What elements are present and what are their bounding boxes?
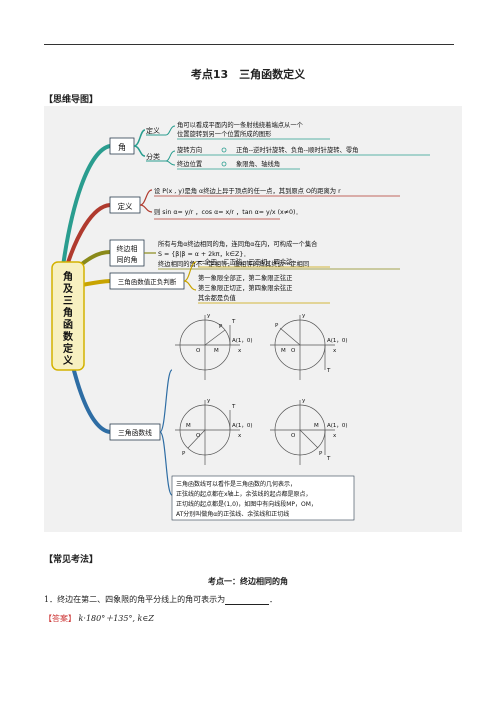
mindmap-background (44, 106, 462, 532)
svg-text:x: x (333, 348, 337, 354)
question-text: 终边在第二、四象限的角平分线上的角可表示为 (57, 595, 226, 604)
svg-text:A(1，0): A(1，0) (327, 338, 348, 344)
answer-text: k·180°＋135°, k∈Z (78, 614, 154, 623)
svg-text:M: M (214, 348, 219, 354)
svg-text:M: M (314, 423, 319, 429)
svg-text:y: y (207, 313, 211, 319)
svg-text:O: O (196, 433, 201, 439)
b3-line: 终边相同的角不一定相等，但相等的角其终边一定相同 (158, 259, 309, 268)
b5-line: 三角函数线可以看作是三角函数的几何表示， (176, 480, 296, 488)
header-rule (44, 44, 454, 45)
b5-line: AT分别叫做角α的正弦线、余弦线和正切线 (176, 510, 289, 518)
unit-circle-diagrams (175, 315, 335, 465)
b4-line: 第三象限正切正，第四象限余弦正 (198, 283, 292, 292)
branch-3-label: 终边相 (117, 244, 138, 253)
answer-label: 【答案】 (44, 614, 76, 623)
root-char: 及 (63, 283, 74, 295)
svg-text:M: M (186, 423, 191, 429)
svg-text:O: O (291, 348, 296, 354)
b1-classify-label: 分类 (146, 152, 160, 161)
svg-text:A(1，0): A(1，0) (327, 423, 348, 429)
b5-line: 正切线的起点都是(1,0)，如图中有向线段MP，OM， (176, 500, 317, 508)
svg-text:O: O (196, 348, 201, 354)
page-title: 考点13 三角函数定义 (190, 68, 306, 81)
b2-line-1: 设 P(x , y)是角 α终边上异于顶点的任一点，其到原点 O的距离为 r (154, 186, 341, 195)
b1-def-label: 定义 (146, 126, 160, 135)
svg-text:T: T (326, 368, 331, 374)
svg-text:x: x (238, 433, 242, 439)
b1-def-line: 角可以看成平面内的一条射线绕着端点从一个 (177, 120, 304, 129)
root-char: 角 (63, 270, 73, 283)
section-common-heading: 【常见考法】 (44, 555, 99, 565)
svg-text:x: x (333, 433, 337, 439)
b1-rotation-text: 正角--逆时针旋转、负角--顺时针旋转、零角 (236, 145, 358, 154)
b3-line: S = {β|β = α + 2kπ，k∈Z}． (158, 251, 250, 258)
svg-text:M: M (281, 348, 286, 354)
svg-text:O: O (291, 433, 296, 439)
branch-4-label: 三角函数值正负判断 (118, 277, 177, 286)
b5-description-box (171, 475, 355, 521)
root-char: 义 (63, 354, 74, 367)
b4-line: 第一象限全部正，第二象限正弦正 (198, 273, 292, 282)
svg-text:y: y (207, 398, 211, 404)
svg-text:P: P (275, 323, 279, 329)
b2-line-2: 则 sin α= y/r ，cos α= x/r ，tan α= y/x (x≠… (154, 208, 302, 216)
b3-line: 所有与角α终边相同的角，连同角α在内，可构成一个集合 (158, 239, 318, 248)
root-char: 定 (63, 342, 73, 355)
question-1: 1．终边在第二、四象限的角平分线上的角可表示为 ． (44, 594, 277, 605)
b5-line: 正弦线的起点都在x轴上，余弦线的起点都是原点， (176, 490, 312, 498)
svg-text:A(1，0): A(1，0) (232, 423, 253, 429)
answer-blank (225, 596, 270, 605)
svg-text:T: T (326, 456, 331, 462)
root-char: 函 (63, 319, 73, 331)
question-number: 1． (44, 595, 58, 604)
b4-line: 其余都是负值 (198, 293, 236, 302)
keypoint-heading: 考点一：终边相同的角 (208, 577, 288, 586)
svg-text:A(1，0): A(1，0) (232, 338, 253, 344)
branch-3-node (109, 239, 145, 267)
branch-1-label: 角 (118, 142, 126, 152)
b1-rotation-label: 旋转方向 (177, 145, 202, 154)
branch-3-label: 同的角 (117, 255, 138, 264)
svg-text:P: P (319, 451, 323, 457)
b4-mnemonic: 一全正、二正弦、三正切、四余弦 (198, 257, 293, 266)
svg-text:T: T (231, 404, 236, 410)
root-node (51, 261, 85, 371)
svg-text:x: x (238, 348, 242, 354)
root-char: 三 (63, 295, 73, 307)
b1-terminal-label: 终边位置 (177, 159, 202, 168)
svg-text:P: P (182, 451, 186, 457)
b1-terminal-text: 象限角、轴线角 (236, 159, 280, 168)
branch-line-1 (58, 144, 111, 291)
root-char: 角 (63, 306, 73, 319)
branch-2-label: 定义 (118, 201, 133, 211)
svg-text:T: T (231, 319, 236, 325)
question-end: ． (269, 595, 278, 604)
svg-text:y: y (302, 398, 306, 404)
answer-1: 【答案】 k·180°＋135°, k∈Z (44, 613, 154, 624)
root-char: 数 (63, 330, 74, 343)
branch-5-label: 三角函数线 (118, 428, 152, 437)
b1-def-line: 位置旋转到另一个位置所成的图形 (177, 129, 272, 138)
svg-text:y: y (302, 313, 306, 319)
svg-text:P: P (219, 324, 223, 330)
section-mindmap-heading: 【思维导图】 (44, 95, 99, 105)
